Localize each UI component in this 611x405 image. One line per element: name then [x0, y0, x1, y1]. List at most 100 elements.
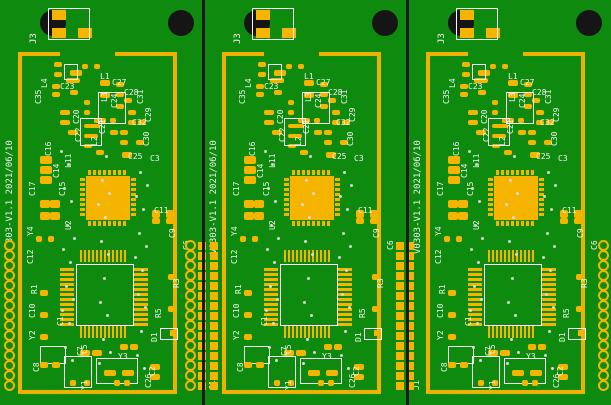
via — [266, 248, 269, 251]
bottom-pad — [326, 370, 338, 376]
part-pad — [448, 334, 456, 340]
main-ic-pin — [468, 313, 482, 316]
rf-component-pad — [300, 150, 308, 155]
silk-label-c1: C1 — [464, 316, 473, 326]
via — [474, 224, 477, 227]
rf-component-pad — [258, 72, 266, 77]
silk-label-y2: Y2 — [436, 330, 445, 340]
rf-component-pad — [84, 110, 90, 115]
rf-component-pad — [342, 120, 350, 125]
silk-label-c2: C2 — [352, 366, 361, 376]
main-ic-pin — [60, 293, 74, 296]
cap-pad — [166, 218, 174, 224]
u2-pin — [80, 178, 85, 181]
main-ic-pin — [338, 308, 352, 311]
rf-component-pad — [94, 118, 100, 123]
edge-pad — [210, 372, 218, 380]
silk-label-c10: C10 — [28, 303, 37, 318]
u2-pin — [521, 221, 524, 226]
bottom-pad — [92, 350, 102, 356]
cap-pad — [40, 176, 52, 184]
rf-component-pad — [474, 78, 488, 83]
u2-pin — [327, 221, 330, 226]
u2-pin — [488, 178, 493, 181]
main-ic-pin — [296, 250, 298, 262]
via — [267, 187, 270, 190]
silk-label-c9: C9 — [372, 228, 381, 238]
main-ic-pin — [96, 250, 98, 262]
main-ic-pin — [542, 278, 556, 281]
rf-component-pad — [492, 124, 508, 128]
rf-component-pad — [502, 64, 508, 69]
rf-component-pad — [116, 104, 124, 109]
part-pad — [244, 334, 252, 340]
rf-component-pad — [96, 150, 104, 155]
edge-pad — [396, 362, 404, 370]
bottom-pad — [558, 364, 568, 370]
main-ic-pin — [134, 288, 148, 291]
j3-pad — [78, 28, 92, 38]
u2-pin — [526, 170, 529, 175]
silk-label-r3: R3 — [376, 278, 385, 288]
u2-pin — [80, 203, 85, 206]
via — [72, 298, 75, 301]
rf-component-pad — [84, 100, 90, 105]
u2-pin — [98, 170, 101, 175]
silk-label-c30: C30 — [346, 131, 355, 146]
u2-pin — [284, 198, 289, 201]
rf-component-pad — [508, 92, 518, 98]
u2-chip — [86, 176, 130, 220]
antenna-bottom-trace — [18, 390, 177, 394]
via — [68, 322, 71, 325]
rf-component-pad — [100, 92, 110, 98]
main-ic-pin — [80, 326, 82, 338]
main-ic-pin — [468, 268, 482, 271]
main-ic-pin — [504, 250, 506, 262]
main-ic-pin — [134, 283, 148, 286]
y4-pad — [48, 236, 54, 242]
silk-label-l1: L1 — [304, 72, 314, 81]
main-ic-pin — [264, 318, 278, 321]
main-ic-pin — [316, 326, 318, 338]
j3-pad — [282, 28, 296, 38]
u2-pin — [488, 208, 493, 211]
silk-label-c16: C16 — [44, 141, 53, 156]
silk-label-c6: C6 — [386, 240, 395, 250]
edge-pad — [406, 382, 414, 390]
silk-label-c24: C24 — [314, 93, 323, 108]
bottom-pad — [104, 370, 116, 376]
edge-pad — [210, 282, 218, 290]
rf-component-pad — [120, 140, 128, 145]
via — [512, 216, 515, 219]
main-ic-pin — [116, 250, 118, 262]
d1-pad — [374, 330, 379, 336]
silk-label-y3: Y3 — [118, 352, 128, 361]
u2-pin — [488, 213, 493, 216]
main-ic-pin — [532, 250, 534, 262]
u2-pin — [511, 221, 514, 226]
cap-pad — [448, 176, 460, 184]
rf-component-pad — [60, 120, 70, 125]
silk-label-r3: R3 — [580, 278, 589, 288]
via — [544, 354, 547, 357]
via — [470, 248, 473, 251]
cap-pad — [574, 210, 582, 218]
cap-pad — [458, 200, 468, 208]
via — [472, 346, 475, 349]
main-ic-pin — [468, 273, 482, 276]
edge-pad — [210, 302, 218, 310]
u2-pin — [531, 221, 534, 226]
via — [343, 171, 346, 174]
via — [310, 314, 313, 317]
silk-label-l2: L2 — [90, 136, 99, 146]
rf-outline — [64, 64, 78, 80]
rf-component-pad — [68, 130, 78, 135]
bottom-pad — [244, 362, 252, 368]
rf-component-pad — [304, 92, 314, 98]
u2-pin — [511, 170, 514, 175]
via — [341, 293, 344, 296]
edge-hole — [185, 380, 196, 391]
u2-pin — [539, 208, 544, 211]
rf-component-pad — [462, 72, 470, 77]
